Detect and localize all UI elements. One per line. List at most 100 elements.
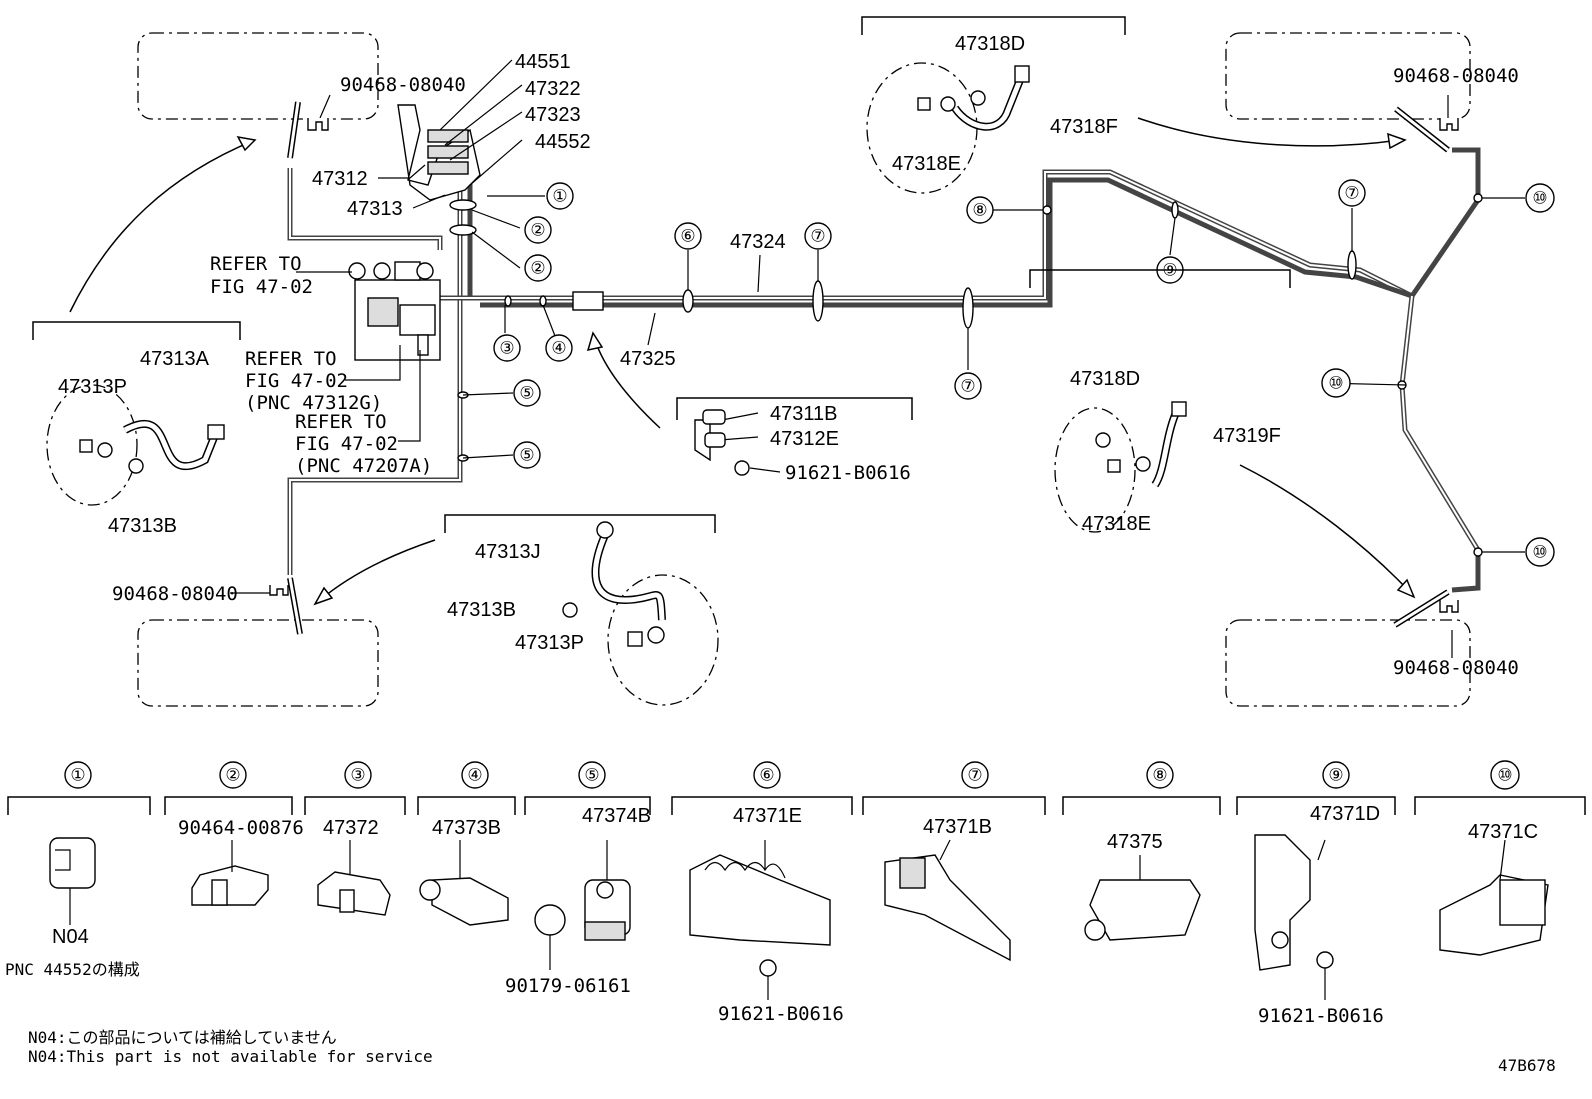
label-90468-br: 90468-08040: [1393, 657, 1519, 679]
svg-text:⑩: ⑩: [1532, 189, 1547, 208]
flex-hose-sketches: [79, 65, 1187, 647]
legend-5-part: 47374B: [582, 805, 651, 827]
svg-text:④: ④: [551, 339, 566, 358]
refer-3-line2: FIG 47-02: [295, 433, 398, 455]
label-47318E-top: 47318E: [892, 153, 961, 175]
legend-text: ① ② ③ ④ ⑤ ⑥ ⑦ ⑧ ⑨ ⑩ N04 PNC 44552の構成 904…: [5, 766, 1538, 1028]
label-47313B-bottom: 47313B: [447, 599, 516, 621]
refer-2-line3: (PNC 47312G): [245, 392, 382, 414]
callout-3: [493, 334, 521, 362]
inset-brackets: [32, 16, 1291, 533]
svg-text:①: ①: [552, 187, 567, 206]
brake-tube-network: [287, 147, 1481, 593]
label-47318E-mid: 47318E: [1082, 513, 1151, 535]
wheel-outline-front-right: [1225, 32, 1471, 120]
note-jp: N04:この部品については補給していません: [28, 1028, 337, 1047]
svg-text:③: ③: [350, 766, 365, 785]
svg-text:⑦: ⑦: [810, 227, 825, 246]
callout-2b: [524, 254, 552, 282]
label-47313P-bottom: 47313P: [515, 632, 584, 654]
leader-lines: [230, 59, 1525, 658]
svg-text:④: ④: [467, 766, 482, 785]
svg-text:⑩: ⑩: [1532, 543, 1547, 562]
label-47325: 47325: [620, 348, 676, 370]
legend-part-sketches: [49, 834, 1549, 1000]
tube-union: [572, 291, 604, 311]
svg-text:⑧: ⑧: [1152, 766, 1167, 785]
legend-10-part: 47371C: [1468, 821, 1538, 843]
svg-text:③: ③: [499, 339, 514, 358]
legend-9-part: 47371D: [1310, 803, 1380, 825]
label-47313J: 47313J: [475, 541, 541, 563]
legend-6-part: 47371E: [733, 805, 802, 827]
legend-8-part: 47375: [1107, 831, 1163, 853]
callout-4: [545, 334, 573, 362]
label-90468-tr: 90468-08040: [1393, 65, 1519, 87]
svg-text:⑤: ⑤: [519, 446, 534, 465]
callout-2a: [524, 216, 552, 244]
actuator-assembly: [348, 261, 441, 361]
legend-3-part: 47372: [323, 817, 379, 839]
refer-2-line1: REFER TO: [245, 348, 337, 370]
svg-text:⑦: ⑦: [960, 377, 975, 396]
callout-6: [674, 222, 702, 250]
wheel-outline-rear-right: [1225, 619, 1471, 707]
callout-circles-main: [493, 179, 1555, 567]
legend-1-part: N04: [52, 926, 89, 948]
flow-arrows: [69, 117, 1416, 606]
svg-text:②: ②: [530, 221, 545, 240]
label-47313B-left: 47313B: [108, 515, 177, 537]
label-47313P-left: 47313P: [58, 376, 127, 398]
label-47318D-mid: 47318D: [1070, 368, 1140, 390]
label-90468-tl: 90468-08040: [340, 74, 466, 96]
label-47312E: 47312E: [770, 428, 839, 450]
refer-1-line2: FIG 47-02: [210, 276, 313, 298]
label-90468-bl: 90468-08040: [112, 583, 238, 605]
svg-text:②: ②: [530, 259, 545, 278]
legend-4-part: 47373B: [432, 817, 501, 839]
main-labels: 44551 47322 47323 44552 47312 47313 4732…: [58, 33, 1519, 679]
callout-7a: [804, 222, 832, 250]
diagram-id: 47B678: [1498, 1056, 1556, 1075]
wheel-outline-front-left: [137, 32, 379, 120]
legend-1-sub: PNC 44552の構成: [5, 960, 140, 979]
legend-5-sub: 90179-06161: [505, 975, 631, 997]
wheel-outline-rear-left: [137, 619, 379, 707]
callout-1: [546, 182, 574, 210]
label-47313A: 47313A: [140, 348, 210, 370]
svg-text:②: ②: [225, 766, 240, 785]
label-47323: 47323: [525, 104, 581, 126]
callout-5a: [513, 379, 541, 407]
label-47311B: 47311B: [770, 403, 837, 425]
legend-7-part: 47371B: [923, 816, 992, 838]
svg-text:⑧: ⑧: [972, 201, 987, 220]
svg-text:⑦: ⑦: [1344, 184, 1359, 203]
label-44551: 44551: [515, 51, 571, 73]
svg-text:⑥: ⑥: [759, 766, 774, 785]
svg-text:⑤: ⑤: [519, 384, 534, 403]
callout-8: [966, 196, 994, 224]
svg-text:⑤: ⑤: [584, 766, 599, 785]
tube-bracket-assembly: [397, 104, 481, 201]
svg-text:⑦: ⑦: [967, 766, 982, 785]
callout-10a: [1525, 183, 1555, 213]
refer-1-line1: REFER TO: [210, 253, 302, 275]
callout-5b: [513, 441, 541, 469]
refer-3-line1: REFER TO: [295, 411, 387, 433]
svg-text:⑨: ⑨: [1328, 766, 1343, 785]
callout-numbers: ① ② ② ③ ④ ⑤ ⑤ ⑥ ⑦ ⑦ ⑦ ⑧ ⑨ ⑩ ⑩ ⑩: [499, 184, 1547, 562]
svg-text:⑥: ⑥: [680, 227, 695, 246]
svg-text:⑩: ⑩: [1497, 766, 1512, 785]
refer-2-line2: FIG 47-02: [245, 370, 348, 392]
legend-9-sub: 91621-B0616: [1258, 1005, 1384, 1027]
refer-3-line3: (PNC 47207A): [295, 455, 432, 477]
svg-text:⑨: ⑨: [1162, 261, 1177, 280]
svg-text:①: ①: [70, 766, 85, 785]
label-91621-mid: 91621-B0616: [785, 462, 911, 484]
label-47324: 47324: [730, 231, 786, 253]
callout-10c: [1525, 537, 1555, 567]
label-44552: 44552: [535, 131, 591, 153]
callout-7c: [1338, 179, 1366, 207]
